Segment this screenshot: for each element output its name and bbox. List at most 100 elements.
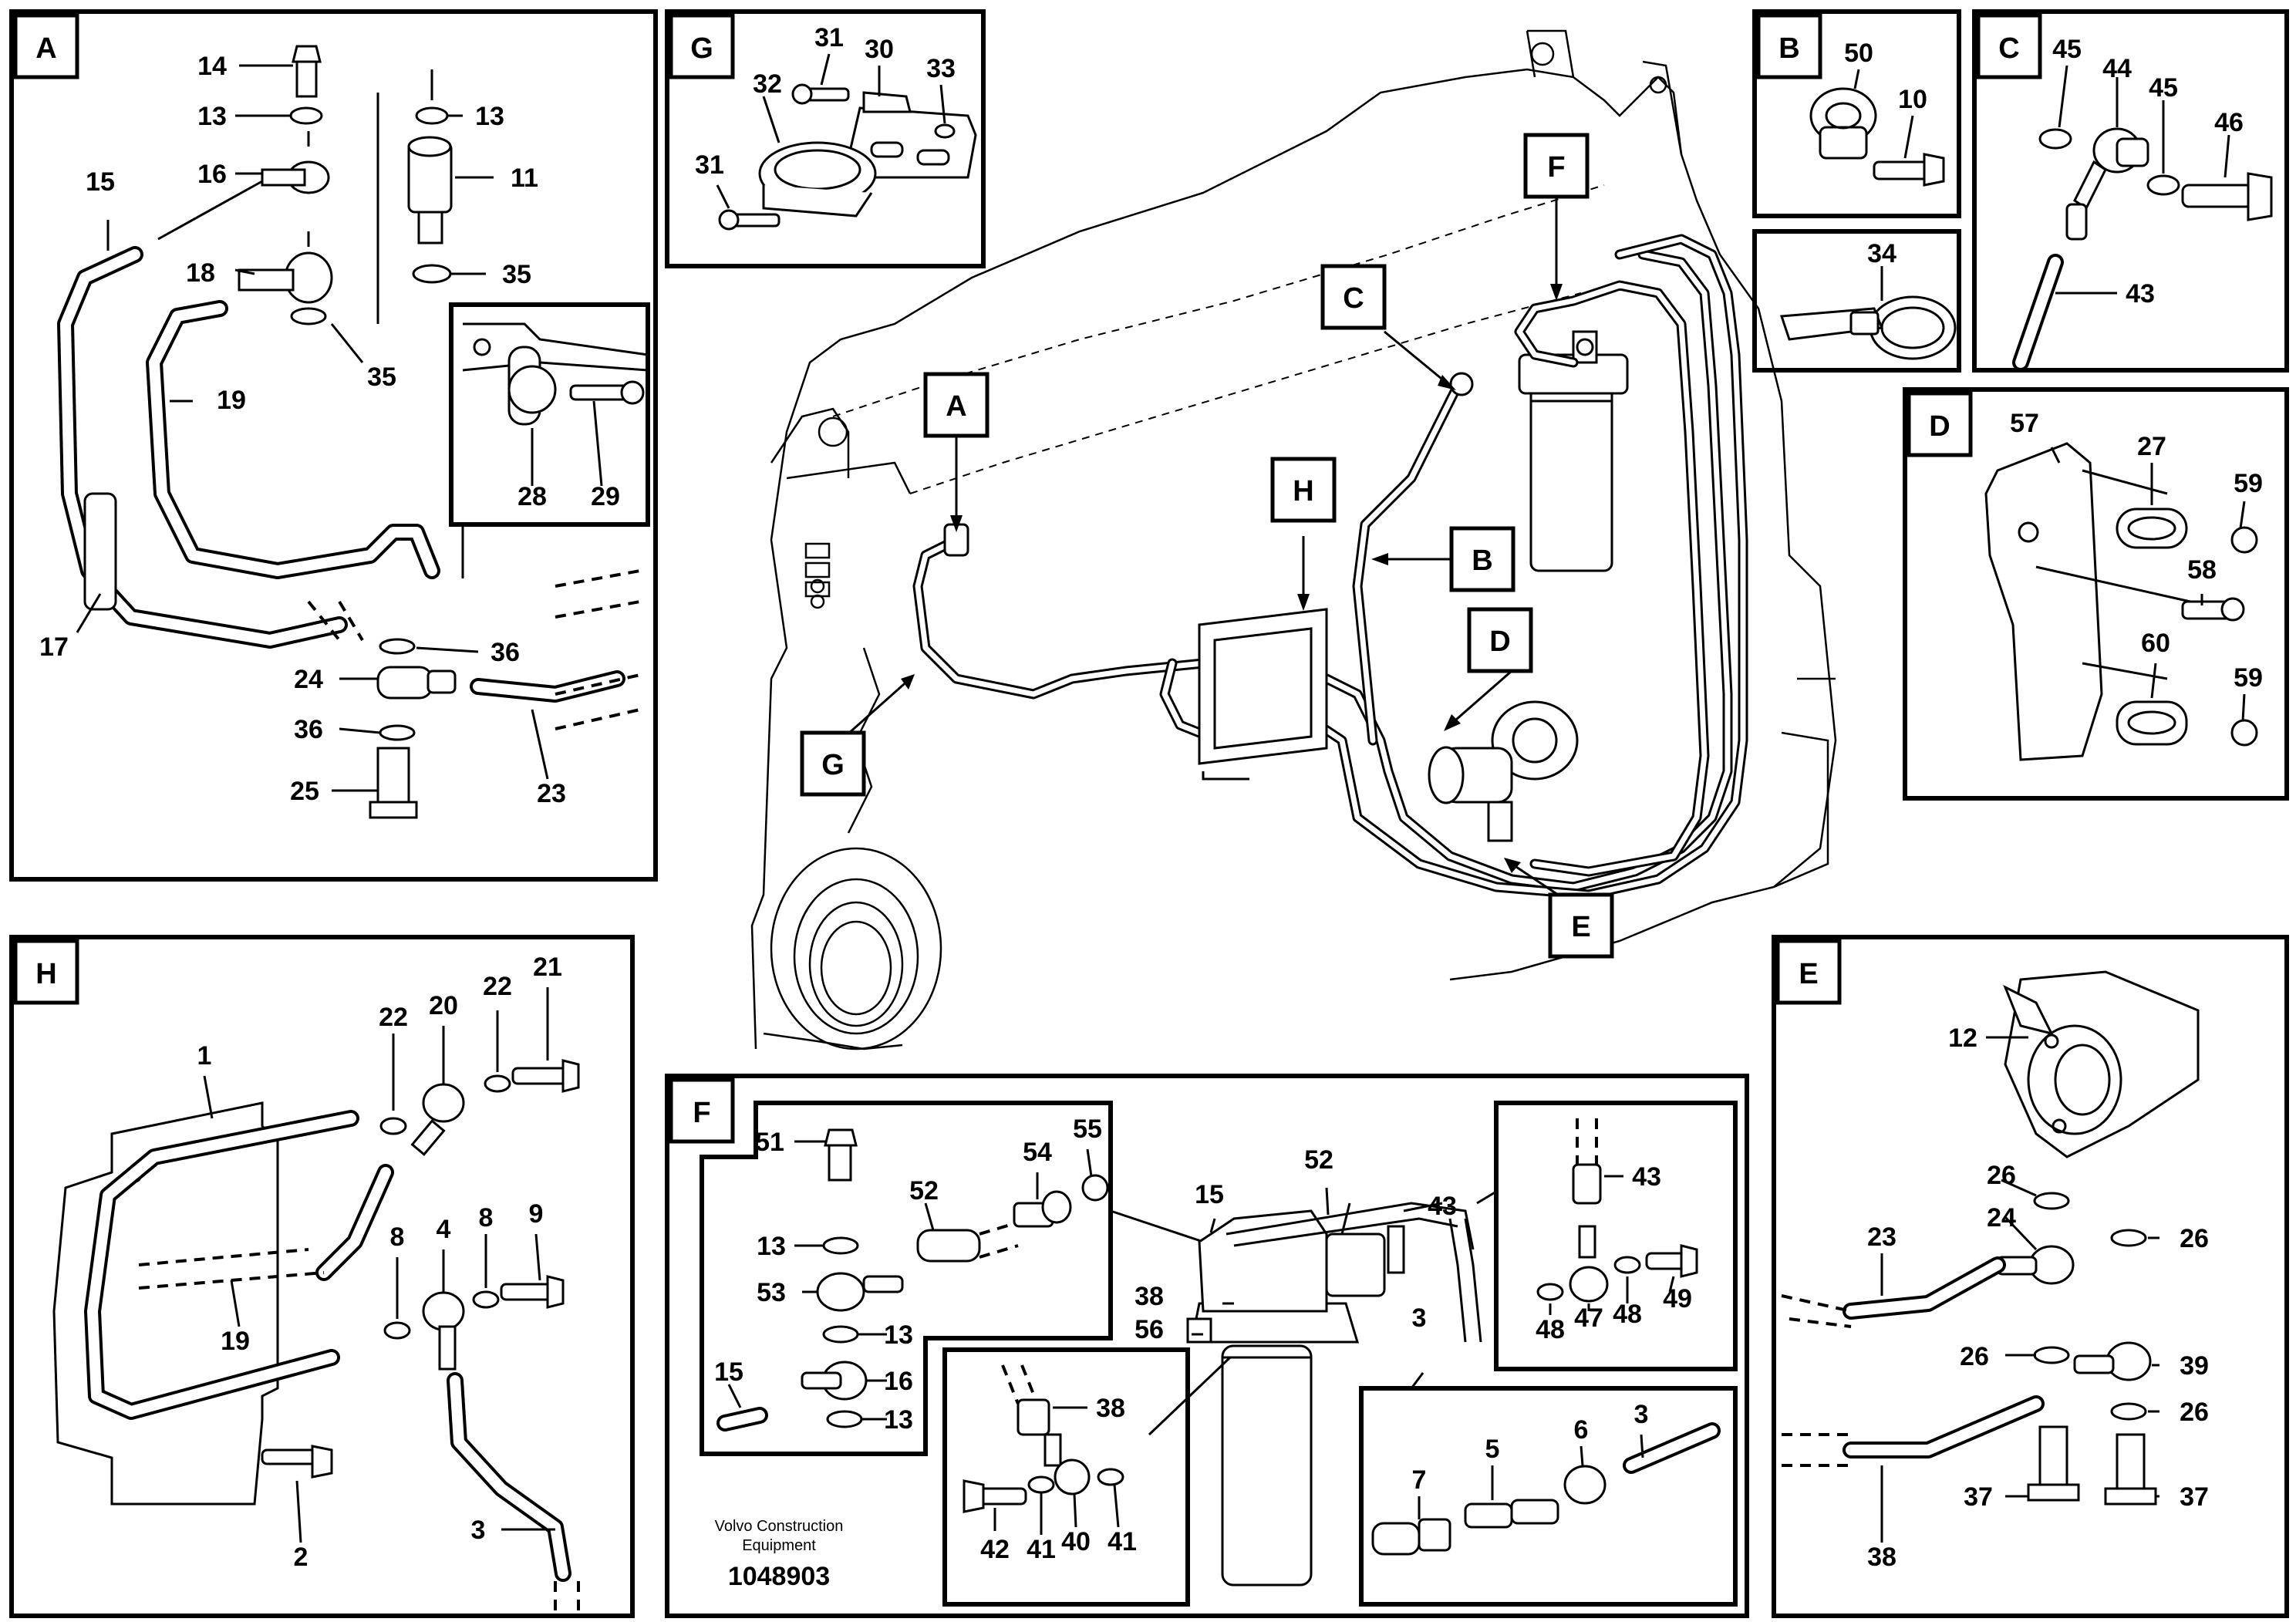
svg-text:2: 2 bbox=[294, 1543, 308, 1572]
footer-company-line2: Equipment bbox=[742, 1537, 816, 1554]
svg-text:4: 4 bbox=[437, 1215, 451, 1244]
svg-text:13: 13 bbox=[757, 1232, 786, 1261]
svg-text:10: 10 bbox=[1898, 85, 1927, 114]
svg-text:3: 3 bbox=[1412, 1303, 1427, 1333]
svg-text:8: 8 bbox=[479, 1203, 494, 1233]
svg-text:16: 16 bbox=[884, 1367, 913, 1396]
svg-text:B: B bbox=[1778, 32, 1799, 65]
svg-text:25: 25 bbox=[290, 777, 319, 806]
svg-text:27: 27 bbox=[2137, 432, 2166, 461]
svg-text:43: 43 bbox=[1632, 1162, 1661, 1192]
svg-text:54: 54 bbox=[1023, 1138, 1052, 1167]
svg-text:H: H bbox=[1293, 475, 1313, 508]
svg-text:49: 49 bbox=[1663, 1284, 1692, 1313]
svg-text:21: 21 bbox=[533, 953, 562, 982]
svg-text:36: 36 bbox=[491, 638, 520, 667]
svg-text:34: 34 bbox=[1867, 239, 1896, 268]
svg-text:57: 57 bbox=[2010, 409, 2039, 438]
svg-text:38: 38 bbox=[1867, 1543, 1896, 1572]
svg-text:32: 32 bbox=[753, 69, 782, 99]
svg-text:D: D bbox=[1929, 410, 1950, 443]
svg-text:47: 47 bbox=[1574, 1303, 1603, 1333]
panel-H: H 1 22 bbox=[9, 935, 635, 1618]
svg-text:1: 1 bbox=[197, 1041, 212, 1071]
svg-text:F: F bbox=[1547, 151, 1565, 184]
svg-text:37: 37 bbox=[2180, 1482, 2209, 1512]
svg-text:19: 19 bbox=[221, 1327, 250, 1356]
svg-text:29: 29 bbox=[591, 482, 620, 511]
svg-text:23: 23 bbox=[1867, 1222, 1896, 1252]
svg-text:13: 13 bbox=[475, 102, 504, 131]
svg-text:56: 56 bbox=[1135, 1315, 1164, 1344]
svg-text:30: 30 bbox=[865, 35, 894, 64]
svg-text:35: 35 bbox=[502, 260, 531, 289]
panel-B: B 50 10 bbox=[1752, 9, 1961, 218]
svg-text:12: 12 bbox=[1948, 1023, 1977, 1053]
svg-text:20: 20 bbox=[429, 991, 458, 1020]
svg-text:22: 22 bbox=[379, 1003, 408, 1032]
svg-text:15: 15 bbox=[1195, 1180, 1224, 1209]
svg-text:46: 46 bbox=[2214, 108, 2244, 137]
svg-text:15: 15 bbox=[86, 167, 115, 197]
callout-G: G bbox=[800, 730, 866, 797]
fuel-pump-overview bbox=[1428, 700, 1579, 842]
svg-text:43: 43 bbox=[2126, 279, 2155, 309]
svg-text:26: 26 bbox=[2180, 1224, 2209, 1253]
callout-D: D bbox=[1467, 607, 1533, 673]
svg-text:33: 33 bbox=[926, 54, 956, 83]
footer-code: 1048903 bbox=[728, 1562, 830, 1591]
svg-text:42: 42 bbox=[980, 1535, 1010, 1564]
svg-text:39: 39 bbox=[2180, 1351, 2209, 1381]
svg-text:E: E bbox=[1799, 958, 1818, 990]
svg-text:59: 59 bbox=[2234, 663, 2263, 693]
panel-G: G 31 30 33 32 31 bbox=[665, 9, 986, 268]
svg-text:C: C bbox=[1998, 32, 2019, 65]
engine-overview bbox=[750, 29, 1837, 1050]
panel-cable-tie: 34 bbox=[1752, 229, 1961, 373]
svg-text:26: 26 bbox=[1987, 1161, 2016, 1190]
fuel-filter-overview bbox=[1518, 330, 1629, 572]
svg-text:G: G bbox=[690, 32, 713, 65]
svg-text:E: E bbox=[1571, 911, 1590, 943]
svg-text:28: 28 bbox=[518, 482, 547, 511]
svg-text:35: 35 bbox=[367, 363, 396, 392]
svg-text:5: 5 bbox=[1485, 1435, 1500, 1464]
callout-E: E bbox=[1548, 892, 1614, 959]
svg-text:48: 48 bbox=[1613, 1300, 1642, 1329]
footer-company: Volvo Construction bbox=[715, 1518, 844, 1535]
svg-text:D: D bbox=[1489, 626, 1510, 658]
callout-A: A bbox=[923, 372, 990, 438]
svg-text:A: A bbox=[35, 32, 56, 65]
svg-text:C: C bbox=[1343, 282, 1364, 315]
callout-C: C bbox=[1320, 264, 1387, 330]
svg-text:13: 13 bbox=[197, 102, 227, 131]
svg-text:44: 44 bbox=[2102, 54, 2132, 83]
svg-text:55: 55 bbox=[1073, 1114, 1102, 1144]
svg-text:53: 53 bbox=[757, 1278, 786, 1307]
svg-text:41: 41 bbox=[1027, 1535, 1056, 1564]
svg-text:7: 7 bbox=[1412, 1465, 1427, 1495]
svg-text:26: 26 bbox=[1960, 1342, 1989, 1371]
svg-text:26: 26 bbox=[2180, 1398, 2209, 1427]
svg-text:16: 16 bbox=[197, 160, 227, 189]
svg-text:B: B bbox=[1472, 545, 1492, 577]
svg-text:37: 37 bbox=[1964, 1482, 1993, 1512]
panel-D: D 57 27 59 58 60 59 bbox=[1903, 387, 2289, 801]
svg-text:31: 31 bbox=[695, 150, 724, 180]
svg-text:19: 19 bbox=[217, 386, 246, 415]
callout-H: H bbox=[1270, 457, 1337, 523]
svg-text:14: 14 bbox=[197, 52, 227, 81]
svg-text:17: 17 bbox=[39, 632, 69, 662]
svg-text:13: 13 bbox=[884, 1320, 913, 1350]
svg-text:58: 58 bbox=[2187, 555, 2217, 585]
fuel-lines-overview bbox=[912, 234, 1748, 900]
svg-text:3: 3 bbox=[471, 1516, 486, 1545]
svg-text:15: 15 bbox=[714, 1357, 743, 1387]
callout-B: B bbox=[1449, 526, 1515, 592]
svg-text:9: 9 bbox=[529, 1199, 544, 1229]
svg-text:18: 18 bbox=[186, 258, 215, 288]
panel-C: C 45 44 45 46 43 bbox=[1972, 9, 2289, 373]
svg-text:38: 38 bbox=[1096, 1394, 1125, 1423]
svg-text:45: 45 bbox=[2052, 35, 2082, 64]
svg-text:13: 13 bbox=[884, 1405, 913, 1435]
